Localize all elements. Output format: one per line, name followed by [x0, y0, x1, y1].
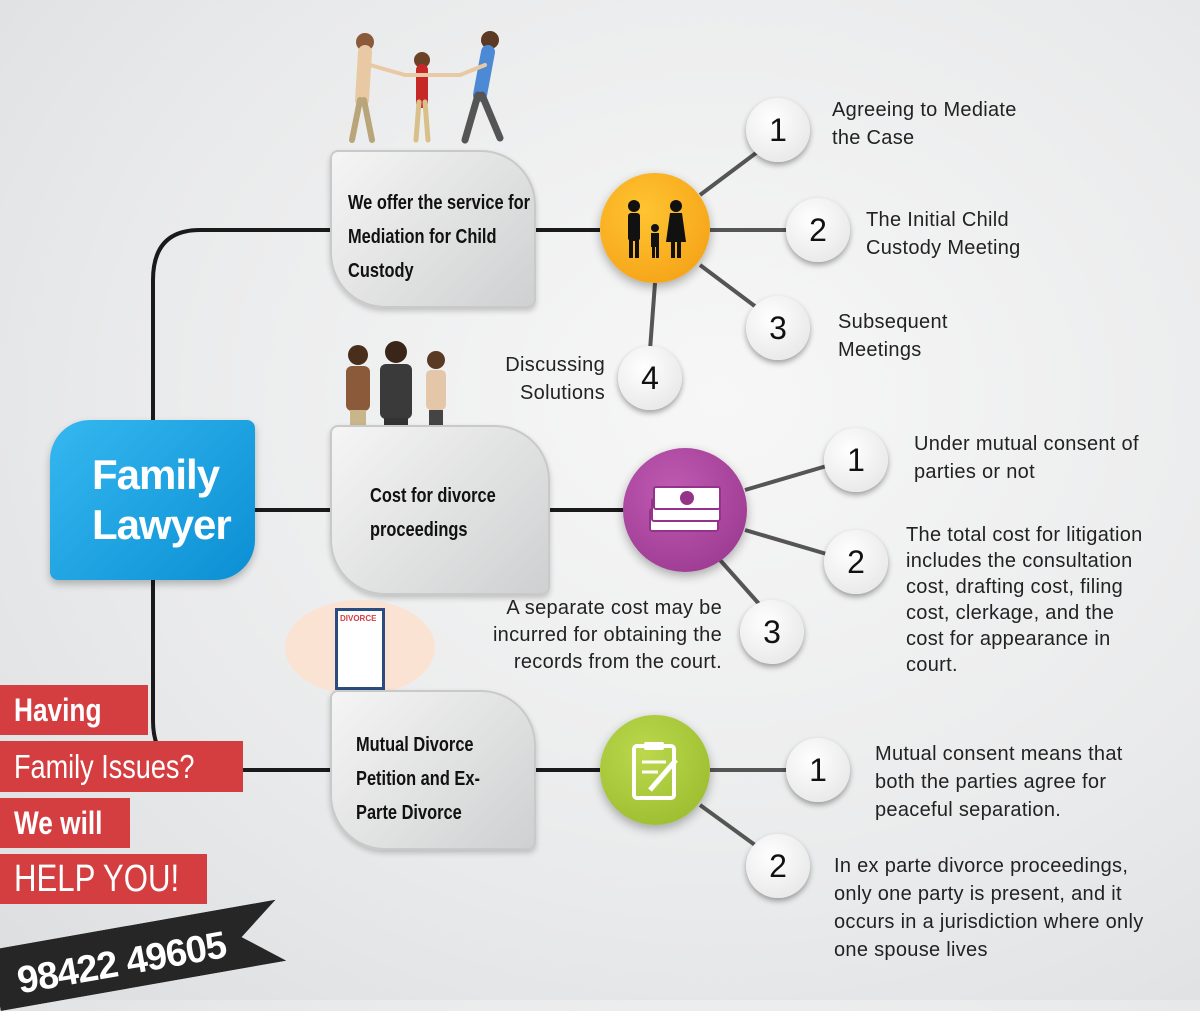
step-3-mediation: 3 [746, 296, 810, 360]
card-mutual-divorce-label: Mutual Divorce Petition and Ex-Parte Div… [356, 734, 480, 824]
step-3-cost: 3 [740, 600, 804, 664]
divorce-document-illustration: DIVORCE [285, 600, 435, 695]
step-3-mediation-text: Subsequent Meetings [838, 311, 948, 361]
step-2-cost: 2 [824, 530, 888, 594]
step-1-cost: 1 [824, 428, 888, 492]
document-label: DIVORCE [340, 614, 377, 623]
step-4-mediation-text: Discussing Solutions [505, 354, 605, 404]
card-divorce-cost: Cost for divorce proceedings [330, 425, 550, 595]
family-icon [600, 173, 710, 283]
cta-family-issues-box: Family Issues? [0, 741, 243, 792]
step-3-cost-text: A separate cost may be incurred for obta… [492, 597, 722, 673]
hub-line-2: Lawyer [92, 501, 232, 548]
step-2-mediation-text: The Initial Child Custody Meeting [866, 209, 1021, 259]
step-2-cost-text: The total cost for litigation includes t… [906, 524, 1143, 676]
cta-help-you: HELP YOU! [14, 858, 180, 900]
step-4-mediation: 4 [618, 346, 682, 410]
card-mediation-label: We offer the service for Mediation for C… [348, 192, 530, 282]
document-icon: DIVORCE [335, 608, 385, 690]
cta-having-box: Having [0, 685, 148, 735]
step-2-mutual-text: In ex parte divorce proceedings, only on… [834, 855, 1144, 961]
cta-help-you-box: HELP YOU! [0, 854, 207, 904]
cta-we-will-box: We will [0, 798, 130, 848]
phone-ribbon [0, 899, 287, 1011]
tug-of-war-illustration [349, 31, 504, 144]
card-divorce-cost-label: Cost for divorce proceedings [370, 485, 496, 541]
step-1-mutual-text: Mutual consent means that both the parti… [875, 743, 1123, 821]
step-1-mediation: 1 [746, 98, 810, 162]
cta-we-will: We will [14, 805, 103, 841]
step-1-cost-text: Under mutual consent of parties or not [914, 433, 1139, 483]
card-mediation: We offer the service for Mediation for C… [330, 150, 536, 308]
step-2-mutual: 2 [746, 834, 810, 898]
cta-having: Having [14, 692, 102, 728]
money-icon [623, 448, 747, 572]
step-1-mediation-text: Agreeing to Mediate the Case [832, 99, 1017, 149]
clipboard-icon [600, 715, 710, 825]
hub-line-1: Family [92, 451, 220, 498]
step-1-mutual: 1 [786, 738, 850, 802]
card-mutual-divorce: Mutual Divorce Petition and Ex-Parte Div… [330, 690, 536, 850]
cta-family-issues: Family Issues? [14, 748, 195, 785]
step-2-mediation: 2 [786, 198, 850, 262]
